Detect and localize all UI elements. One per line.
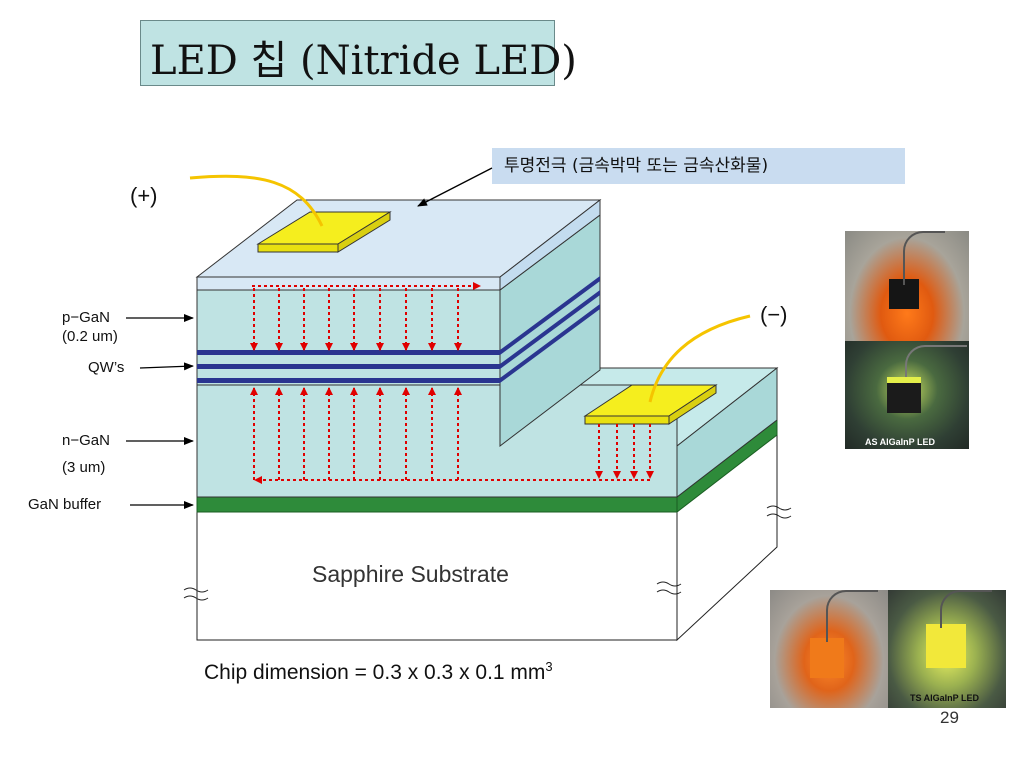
ngan-label: n−GaN — [62, 432, 110, 449]
break-marks — [183, 505, 792, 601]
page-number: 29 — [940, 708, 959, 727]
sapphire-substrate — [196, 416, 778, 642]
p-contact-pad — [256, 211, 392, 253]
ts-led-photo-off — [770, 590, 888, 708]
as-led-photo-on: AS AlGaInP LED — [845, 341, 969, 449]
pgan-label: p−GaN — [62, 309, 110, 326]
minus-wire — [648, 314, 751, 403]
minus-terminal-label: (−) — [760, 302, 788, 327]
ts-led-photo-on: TS AlGaInP LED — [888, 590, 1006, 708]
ts-led-caption: TS AlGaInP LED — [910, 693, 980, 703]
pgan-thickness-label: (0.2 um) — [62, 328, 118, 345]
chip-dimension-text: Chip dimension = 0.3 x 0.3 x 0.1 mm3 — [204, 659, 553, 684]
transparent-electrode-callout: 투명전극 (금속박막 또는 금속산화물) — [492, 148, 905, 184]
plus-terminal-label: (+) — [130, 183, 158, 208]
plus-wire — [189, 174, 324, 227]
as-led-photo-off — [845, 231, 969, 341]
sapphire-substrate-label: Sapphire Substrate — [312, 561, 509, 587]
label-arrows — [126, 167, 493, 509]
ngan-thickness-label: (3 um) — [62, 459, 106, 476]
as-led-caption: AS AlGaInP LED — [865, 437, 936, 447]
qws-label: QW’s — [88, 359, 125, 376]
gan-buffer-label: GaN buffer — [28, 496, 102, 513]
upper-mesa — [196, 214, 601, 448]
title-box — [140, 20, 555, 86]
current-flow-arrows — [250, 282, 654, 484]
slide-title: LED 칩 (Nitride LED) — [150, 38, 577, 84]
